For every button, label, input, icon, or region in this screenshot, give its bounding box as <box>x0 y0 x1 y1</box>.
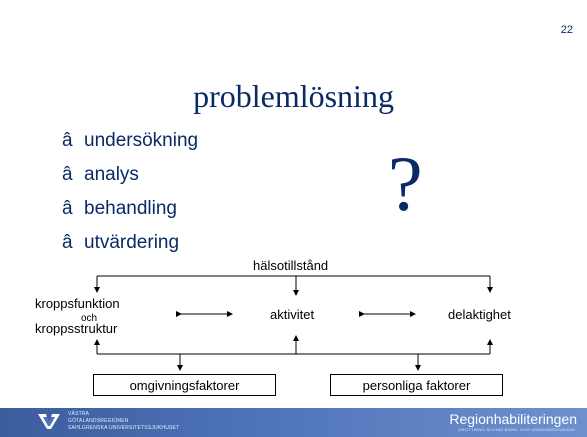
region-logo-icon <box>38 414 60 429</box>
label-participation: delaktighet <box>448 307 511 322</box>
org-line-3: SAHLGRENSKA UNIVERSITETSSJUKHUSET <box>68 425 180 431</box>
org-line-1: VÄSTRA <box>68 411 90 417</box>
label-activity: aktivitet <box>270 307 315 322</box>
label-body-function: kroppsfunktion <box>35 296 120 311</box>
list-item: â analys <box>62 158 198 192</box>
label-body-structure: kroppsstruktur <box>35 321 118 336</box>
bullet-text: undersökning <box>84 130 199 151</box>
bullet-text: utvärdering <box>84 232 180 253</box>
label-health-condition: hälsotillstånd <box>253 258 329 273</box>
bullet-text: analys <box>84 164 139 185</box>
list-item: â undersökning <box>62 124 198 158</box>
department-name: Regionhabiliteringen <box>449 411 577 427</box>
org-line-2: GÖTALANDSREGIONEN <box>68 418 129 424</box>
box-environmental-factors: omgivningsfaktorer <box>93 374 276 396</box>
bullet-glyph: â <box>62 198 73 219</box>
bullet-glyph: â <box>62 232 73 253</box>
footer-bar <box>0 408 587 437</box>
organization-name: VÄSTRA GÖTALANDSREGIONEN SAHLGRENSKA UNI… <box>68 411 179 432</box>
slide-title: problemlösning <box>193 78 394 114</box>
list-item: â utvärdering <box>62 226 198 260</box>
label-and: och <box>81 313 98 324</box>
bullet-glyph: â <box>62 130 73 151</box>
department-subtitle: DROTTNING SILVIAS BARN- OCH UNGDOMSSJUKH… <box>458 427 575 432</box>
bullet-text: behandling <box>84 198 177 219</box>
bullet-glyph: â <box>62 164 73 185</box>
box-personal-factors: personliga faktorer <box>330 374 503 396</box>
list-item: â behandling <box>62 192 198 226</box>
question-mark: ? <box>388 140 423 227</box>
page-number: 22 <box>560 24 573 36</box>
bullet-list: â undersökning â analys â behandling â u… <box>62 124 198 260</box>
